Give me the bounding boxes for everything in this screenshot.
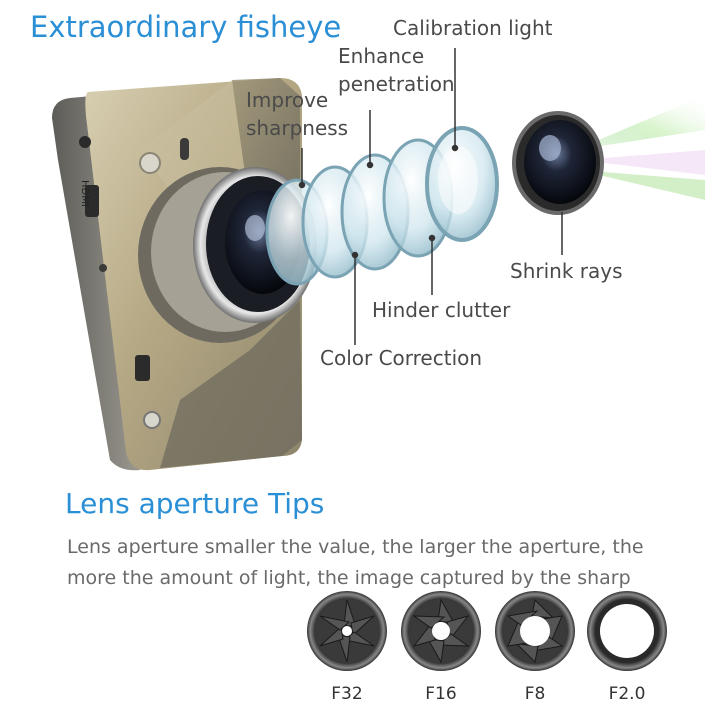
aperture-f32-icon xyxy=(307,591,387,671)
aperture-label-f2: F2.0 xyxy=(608,684,646,704)
hinder-clutter-label: Hinder clutter xyxy=(372,298,511,322)
enhance-label-line2: penetration xyxy=(338,72,455,96)
tips-description: Lens aperture smaller the value, the lar… xyxy=(67,532,687,594)
aperture-f16-icon xyxy=(401,591,481,671)
aperture-label-f32: F32 xyxy=(331,684,363,704)
tips-line-1: Lens aperture smaller the value, the lar… xyxy=(67,536,644,558)
enhance-label-line1: Enhance xyxy=(338,44,425,68)
page-title: Extraordinary fisheye xyxy=(30,10,342,44)
tips-title: Lens aperture Tips xyxy=(65,487,325,520)
hdmi-label: HDMI xyxy=(79,180,90,207)
callout-lines xyxy=(298,48,563,345)
aperture-label-f8: F8 xyxy=(524,684,546,704)
front-fisheye-lens xyxy=(512,111,604,215)
tips-line-2: more the amount of light, the image capt… xyxy=(67,567,631,589)
aperture-f8-icon xyxy=(495,591,575,671)
improve-label-line2: sharpness xyxy=(246,116,349,140)
color-correction-label: Color Correction xyxy=(320,346,483,370)
shrink-rays-label: Shrink rays xyxy=(510,259,623,283)
light-rays xyxy=(575,95,705,200)
lens-element-stack xyxy=(265,126,499,286)
aperture-label-f16: F16 xyxy=(425,684,457,704)
improve-label-line1: Improve xyxy=(246,88,329,112)
aperture-f2-icon xyxy=(587,591,667,671)
calibration-light-label: Calibration light xyxy=(393,16,553,40)
dashcam-illustration: HDMI xyxy=(52,48,705,471)
